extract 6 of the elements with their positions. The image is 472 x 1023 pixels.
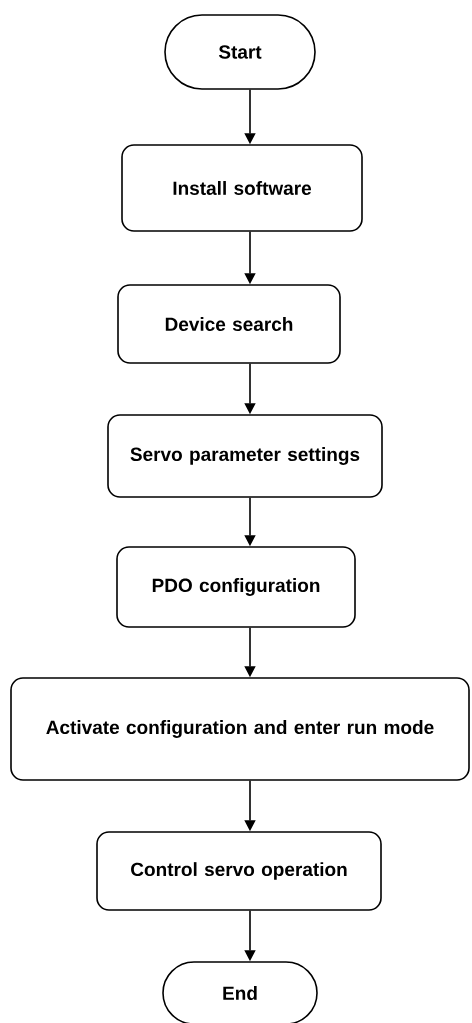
process-box: Device search — [117, 284, 341, 364]
process-box: PDO configuration — [116, 546, 356, 628]
process-box: Servo parameter settings — [107, 414, 383, 498]
process-box: Activate configuration and enter run mode — [10, 677, 470, 781]
process-box: Install software — [121, 144, 363, 232]
process-box: Control servo operation — [96, 831, 382, 911]
